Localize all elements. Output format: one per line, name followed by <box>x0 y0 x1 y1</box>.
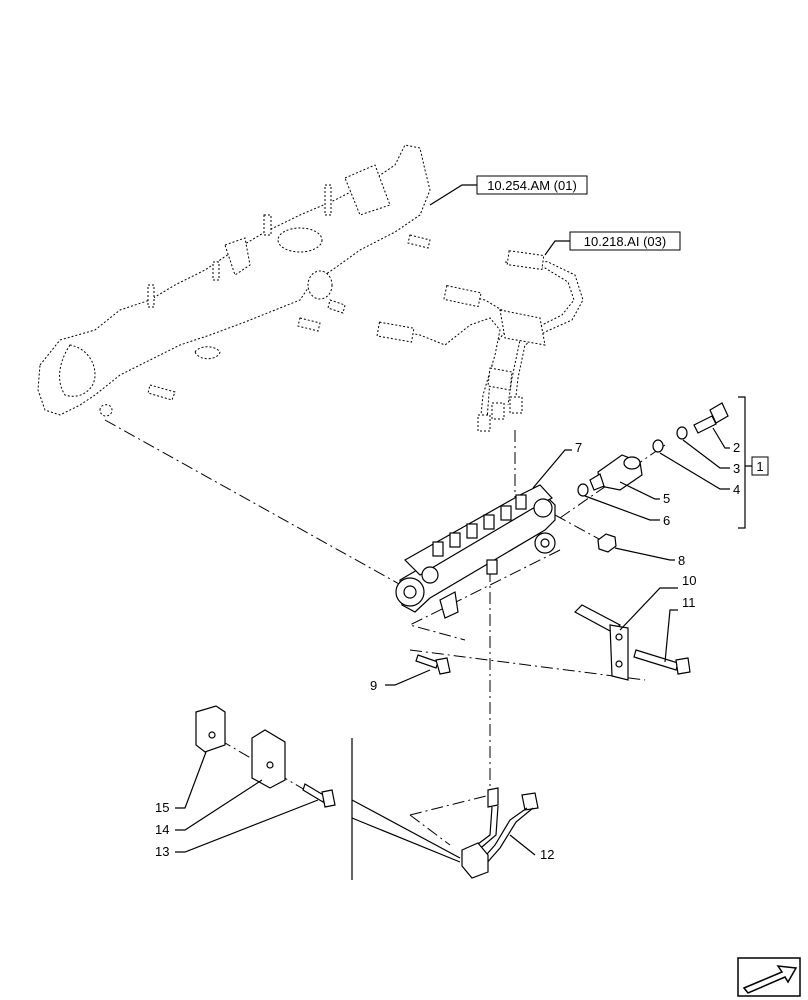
group-label: 1 <box>756 459 763 474</box>
assembly-lines <box>104 419 666 846</box>
group-bracket <box>738 396 753 529</box>
reference-injector-pipes[interactable]: 10.218.AI (03) <box>569 231 681 251</box>
bracket-10 <box>574 604 629 681</box>
callout-11: 11 <box>682 595 696 610</box>
bolt-2 <box>693 402 729 434</box>
callout-6: 6 <box>663 513 670 528</box>
callout-15: 15 <box>155 800 169 815</box>
fuel-pipe-12 <box>461 787 539 879</box>
nut-8 <box>597 533 617 553</box>
clamp-half-14 <box>251 729 286 789</box>
clamp-half-15 <box>195 705 226 753</box>
callout-10: 10 <box>682 573 696 588</box>
callout-5: 5 <box>663 491 670 506</box>
callout-9: 9 <box>370 678 377 693</box>
callout-2: 2 <box>733 440 740 455</box>
intake-manifold-ghost <box>37 144 431 417</box>
reference-intake-manifold[interactable]: 10.254.AM (01) <box>476 175 588 195</box>
callout-7: 7 <box>575 440 582 455</box>
callout-12: 12 <box>540 847 554 862</box>
group-reference[interactable]: 1 <box>751 456 769 476</box>
reference-intake-label: 10.254.AM (01) <box>487 178 577 193</box>
leader-lines <box>175 427 730 856</box>
callout-8: 8 <box>678 553 685 568</box>
washer-4 <box>652 439 664 453</box>
bolt-11 <box>633 649 691 675</box>
callout-13: 13 <box>155 844 169 859</box>
fuel-rail <box>395 484 556 619</box>
separator-leader-b <box>351 817 461 863</box>
washer-3 <box>676 426 688 440</box>
screw-9 <box>415 654 451 675</box>
separator-leader-a <box>351 799 461 859</box>
callout-14: 14 <box>155 822 169 837</box>
next-page-arrow-icon[interactable] <box>737 957 801 997</box>
pressure-sensor <box>589 454 643 491</box>
o-ring <box>577 483 589 497</box>
reference-injector-label: 10.218.AI (03) <box>584 234 666 249</box>
bolt-13 <box>302 783 336 808</box>
injector-pipes-ghost <box>376 250 584 432</box>
callout-3: 3 <box>733 461 740 476</box>
callout-labels: 2 3 4 5 6 7 8 9 10 11 12 13 14 15 <box>155 440 740 862</box>
callout-4: 4 <box>733 482 740 497</box>
